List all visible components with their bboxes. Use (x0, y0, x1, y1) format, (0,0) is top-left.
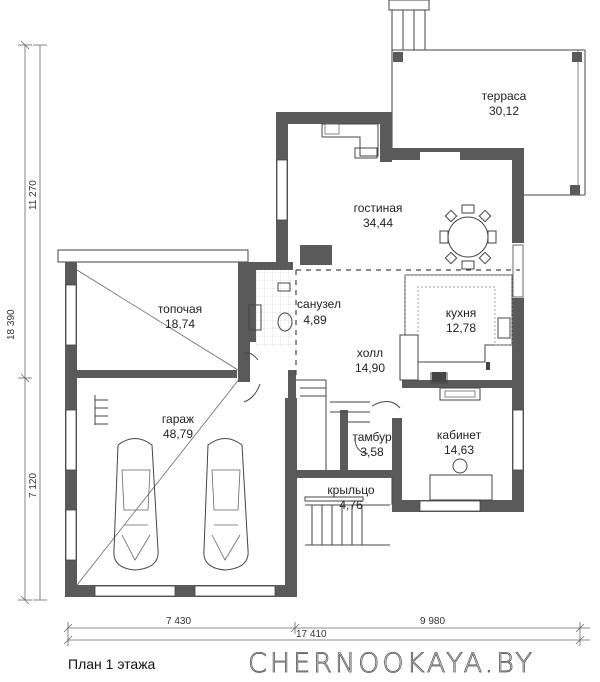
dim-bottom-right: 9 980 (420, 616, 445, 627)
study-area: 14,63 (444, 443, 474, 457)
bathroom-area: 4,89 (303, 313, 327, 327)
garage-block (57, 249, 297, 597)
study-name: кабинет (437, 428, 482, 442)
porch-name: крыльцо (327, 483, 375, 497)
dining-table (439, 204, 497, 270)
living-area: 34,44 (363, 216, 393, 230)
kitchen-name: кухня (446, 306, 477, 320)
kitchen-counter (399, 274, 513, 382)
dimension-lines (18, 40, 590, 646)
dim-bottom-total: 17 410 (296, 629, 327, 640)
house-walls (248, 112, 524, 512)
car-right (203, 438, 249, 571)
terrace-name: терраса (482, 89, 527, 103)
car-left (113, 438, 159, 571)
sofa (321, 123, 379, 159)
dim-left-total: 18 390 (6, 309, 17, 340)
boiler-area: 18,74 (165, 317, 195, 331)
living-name: гостиная (354, 201, 403, 215)
brand-watermark: CHERNOOKAYA.BY (248, 648, 535, 680)
hall-name: холл (357, 346, 383, 360)
terrace-outline (388, 0, 586, 196)
plan-caption: План 1 этажа (68, 656, 156, 672)
dim-bottom-left: 7 430 (166, 616, 191, 627)
bathroom-fixtures (248, 270, 448, 384)
dim-left-upper: 11 270 (28, 180, 39, 210)
hall-area: 14,90 (355, 361, 385, 375)
vestibule-area: 3,58 (360, 445, 384, 459)
kitchen-area: 12,78 (446, 321, 476, 335)
bathroom-name: санузел (297, 297, 341, 311)
stairs-and-doors (243, 352, 401, 546)
dimension-labels: 18 390 11 270 7 120 7 430 9 980 17 410 (6, 180, 445, 640)
terrace-area: 30,12 (489, 104, 519, 118)
boiler-name: топочая (158, 302, 202, 316)
garage-name: гараж (162, 412, 194, 426)
vestibule-name: тамбур (352, 430, 392, 444)
porch-area: 4,76 (339, 498, 363, 512)
garage-area: 48,79 (163, 427, 193, 441)
dim-left-lower: 7 120 (28, 473, 39, 498)
study-desk (429, 387, 493, 501)
room-labels: терраса 30,12 гостиная 34,44 топочая 18,… (158, 89, 527, 512)
